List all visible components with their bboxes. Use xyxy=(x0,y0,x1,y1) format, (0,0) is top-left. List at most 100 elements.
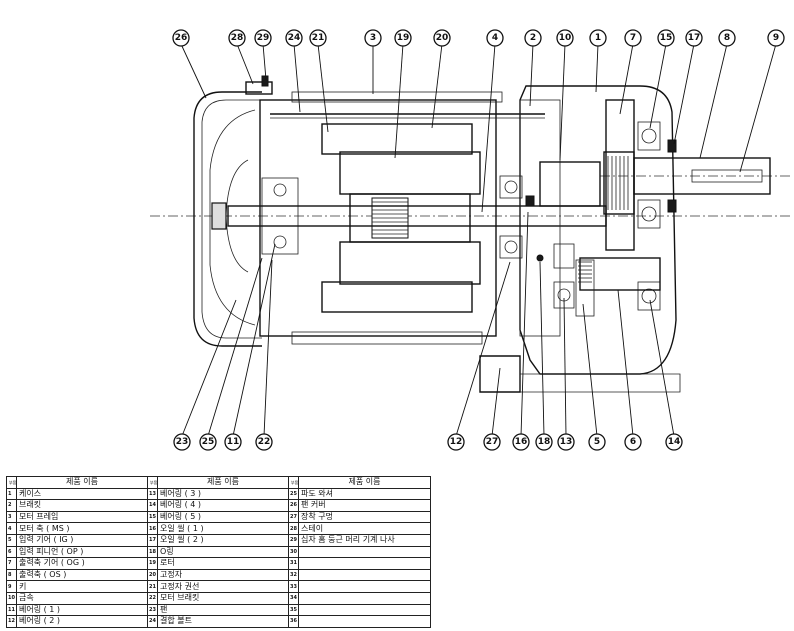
part-name-cell: 베어링 ( 5 ) xyxy=(157,510,289,524)
key xyxy=(691,169,763,183)
callout-7: 7 xyxy=(624,29,642,47)
part-number-cell: 7 xyxy=(6,557,17,570)
rotor-lamination xyxy=(371,197,409,239)
header-part-no: 부품번호 xyxy=(288,476,299,489)
part-number-cell: 14 xyxy=(147,499,158,512)
svg-text:12: 12 xyxy=(450,437,463,447)
callout-9: 9 xyxy=(767,29,785,47)
callout-25: 25 xyxy=(199,433,217,451)
svg-text:17: 17 xyxy=(688,33,701,43)
part-number-cell: 16 xyxy=(147,522,158,535)
svg-text:6: 6 xyxy=(630,437,636,447)
part-name-cell: O링 xyxy=(157,545,289,559)
oil-seal-1 xyxy=(525,195,535,207)
svg-text:14: 14 xyxy=(668,437,681,447)
part-name-cell: 금속 xyxy=(16,591,148,605)
callout-16: 16 xyxy=(512,433,530,451)
stator-bottom xyxy=(321,281,473,313)
svg-text:27: 27 xyxy=(486,437,499,447)
cross-section-drawing: 26 28 29 24 21 3 19 20 4 2 10 1 7 15 17 … xyxy=(150,29,790,451)
part-name-cell: 팬 xyxy=(157,603,289,617)
part-name-cell xyxy=(298,580,431,593)
part-number-cell: 26 xyxy=(288,499,299,512)
input-gear xyxy=(539,161,601,207)
parts-table: 부품번호 제품 이름 부품번호 제품 이름 부품번호 제품 이름 1케이스13베… xyxy=(6,476,431,628)
svg-text:10: 10 xyxy=(559,33,572,43)
part-name-cell: 결합 볼트 xyxy=(157,615,289,628)
part-number-cell: 32 xyxy=(288,568,299,582)
rotor xyxy=(349,193,471,243)
part-number-cell: 10 xyxy=(6,591,17,605)
part-number-cell: 5 xyxy=(6,533,17,547)
part-number-cell: 21 xyxy=(147,580,158,593)
part-name-cell: 케이스 xyxy=(16,487,148,501)
part-number-cell: 15 xyxy=(147,510,158,524)
callout-23: 23 xyxy=(173,433,191,451)
part-name-cell xyxy=(298,591,431,605)
svg-text:7: 7 xyxy=(630,33,636,43)
bearing-15-b xyxy=(637,199,661,229)
callout-26: 26 xyxy=(172,29,190,47)
callout-5: 5 xyxy=(588,433,606,451)
part-number-cell: 30 xyxy=(288,545,299,559)
bearing-12-bottom xyxy=(499,235,523,259)
part-name-cell: 스테이 xyxy=(298,522,431,535)
part-name-cell: 모터 축 ( MS ) xyxy=(16,522,148,535)
callout-13: 13 xyxy=(557,433,575,451)
input-gear-5 xyxy=(575,259,595,317)
machine-screw xyxy=(261,75,269,87)
output-gear-hatch xyxy=(603,151,635,215)
gear-case xyxy=(519,85,677,375)
part-number-cell: 36 xyxy=(288,615,299,628)
header-part-no: 부품번호 xyxy=(6,476,17,489)
callout-29: 29 xyxy=(254,29,272,47)
svg-text:9: 9 xyxy=(773,33,779,43)
svg-text:21: 21 xyxy=(312,33,325,43)
callout-17: 17 xyxy=(685,29,703,47)
part-number-cell: 17 xyxy=(147,533,158,547)
part-number-cell: 9 xyxy=(6,580,17,593)
part-number-cell: 31 xyxy=(288,557,299,570)
input-gear-teeth xyxy=(578,261,592,283)
part-name-cell: 십자 홈 둥근 머리 기계 나사 xyxy=(298,533,431,547)
callout-11: 11 xyxy=(224,433,242,451)
fan-cover xyxy=(193,91,262,347)
callout-21: 21 xyxy=(309,29,327,47)
part-number-cell: 28 xyxy=(288,522,299,535)
part-number-cell: 24 xyxy=(147,615,158,628)
header-part-name: 제품 이름 xyxy=(298,476,431,489)
part-name-cell: 모터 프레임 xyxy=(16,510,148,524)
callout-22: 22 xyxy=(255,433,273,451)
part-number-cell: 25 xyxy=(288,487,299,501)
callout-20: 20 xyxy=(433,29,451,47)
svg-text:19: 19 xyxy=(397,33,410,43)
part-number-cell: 33 xyxy=(288,580,299,593)
callout-15: 15 xyxy=(657,29,675,47)
part-number-cell: 23 xyxy=(147,603,158,617)
part-number-cell: 8 xyxy=(6,568,17,582)
callout-1: 1 xyxy=(589,29,607,47)
svg-text:23: 23 xyxy=(176,437,189,447)
part-name-cell: 키 xyxy=(16,580,148,593)
svg-text:20: 20 xyxy=(436,33,449,43)
part-name-cell: 베어링 ( 3 ) xyxy=(157,487,289,501)
part-number-cell: 29 xyxy=(288,533,299,547)
svg-text:26: 26 xyxy=(175,33,188,43)
callout-24: 24 xyxy=(285,29,303,47)
callout-28: 28 xyxy=(228,29,246,47)
callout-3: 3 xyxy=(364,29,382,47)
stator-winding-top xyxy=(339,151,481,195)
callout-8: 8 xyxy=(718,29,736,47)
svg-text:13: 13 xyxy=(560,437,573,447)
part-name-cell: 로터 xyxy=(157,557,289,570)
part-name-cell: 베어링 ( 2 ) xyxy=(16,615,148,628)
svg-text:22: 22 xyxy=(258,437,271,447)
svg-text:5: 5 xyxy=(594,437,600,447)
